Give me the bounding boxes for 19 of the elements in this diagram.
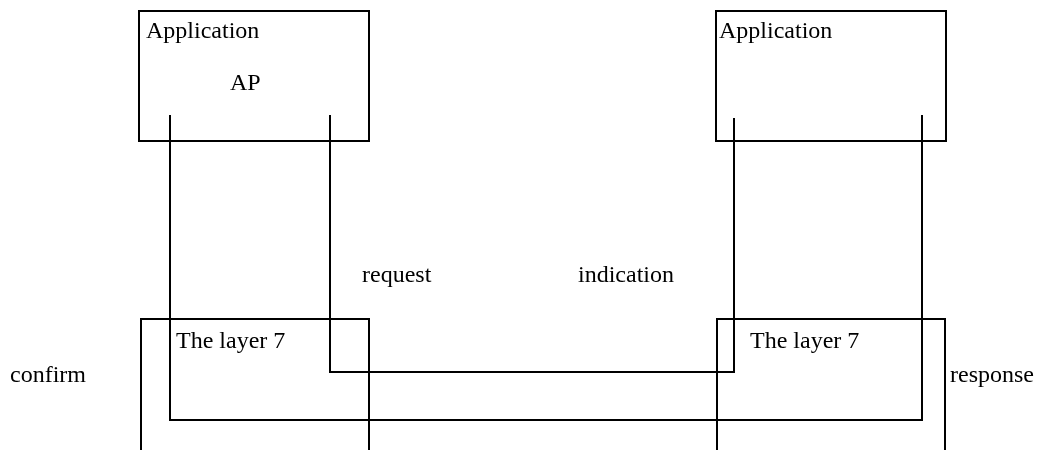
connector-line [733,141,735,319]
box-text: AP [230,70,261,94]
connector-line [329,141,331,319]
box-title: Application [146,18,260,42]
layer-box [716,318,946,450]
primitive-label: indication [578,262,674,286]
application-box [715,10,947,142]
box-title: The layer 7 [176,328,286,352]
box-title: The layer 7 [750,328,860,352]
layer-box [140,318,370,450]
connector-line [369,371,717,373]
connector-line [921,141,923,319]
connector-line [169,141,171,319]
connector-line [369,419,717,421]
primitive-label: confirm [10,362,86,386]
primitive-label: response [950,362,1034,386]
primitive-label: request [362,262,432,286]
application-box [138,10,370,142]
box-title: Application [719,18,833,42]
